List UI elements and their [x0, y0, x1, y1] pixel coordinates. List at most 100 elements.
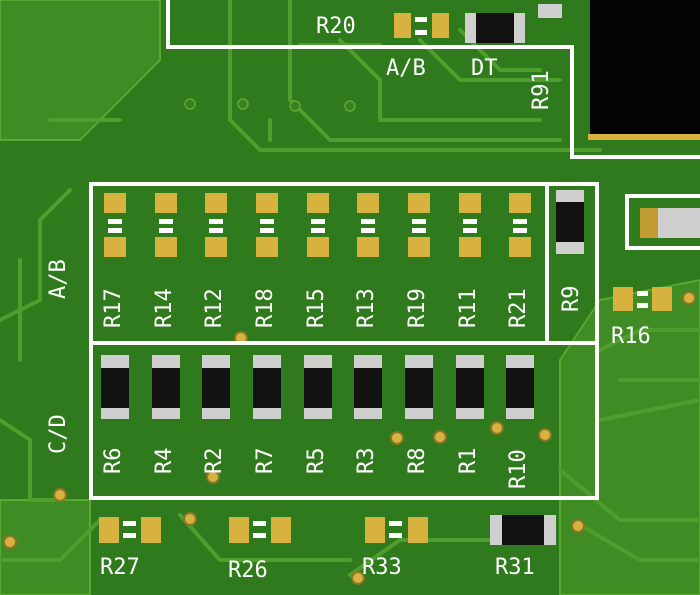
label-r17: R17: [101, 288, 126, 328]
pad: [256, 193, 278, 213]
silk-tick: [159, 219, 173, 224]
resistor-body: [101, 368, 129, 408]
label-r8: R8: [405, 447, 430, 475]
via: [3, 535, 17, 549]
label-r31: R31: [495, 555, 535, 580]
r27-footprint: [99, 517, 161, 543]
label-r10: R10: [506, 449, 531, 489]
resistor-body: [202, 368, 230, 408]
pad: [155, 237, 177, 257]
label-dt: DT: [471, 56, 498, 81]
resistor-body: [304, 368, 332, 408]
label-r18: R18: [253, 288, 278, 328]
ab-resistor-footprints: [104, 193, 531, 257]
r26-footprint: [229, 517, 291, 543]
label-r1: R1: [456, 447, 481, 475]
resistor-body: [405, 368, 433, 408]
label-r11: R11: [456, 288, 481, 328]
pad: [307, 237, 329, 257]
pad: [408, 237, 430, 257]
r91-pad-top: [538, 4, 562, 18]
pad: [307, 193, 329, 213]
r33-footprint: [365, 517, 428, 543]
via: [538, 428, 552, 442]
pad: [104, 193, 126, 213]
label-r19: R19: [405, 288, 430, 328]
via: [490, 421, 504, 435]
connector-pad: [640, 208, 658, 238]
pad: [459, 237, 481, 257]
silk-tick: [361, 228, 375, 233]
silk-tick: [513, 219, 527, 224]
label-r20: R20: [316, 14, 356, 39]
via: [351, 571, 365, 585]
silkscreen-outlines: [89, 0, 700, 500]
silk-tick: [311, 228, 325, 233]
r91-resistor: [465, 13, 525, 43]
pad: [509, 237, 531, 257]
pad: [357, 237, 379, 257]
cd-resistor-bodies: [101, 355, 534, 419]
via: [571, 519, 585, 533]
vias: [3, 291, 696, 585]
label-r4: R4: [152, 447, 177, 475]
label-r91: R91: [529, 70, 554, 110]
label-r21: R21: [506, 288, 531, 328]
silk-tick: [463, 219, 477, 224]
ic-body: [590, 0, 700, 138]
label-r6: R6: [101, 447, 126, 475]
cd-group-box: [89, 341, 599, 500]
via: [183, 512, 197, 526]
label-r13: R13: [354, 288, 379, 328]
r16-footprint: [613, 287, 672, 311]
label-r9: R9: [559, 285, 584, 313]
pad: [155, 193, 177, 213]
label-r2: R2: [202, 447, 227, 475]
pad: [256, 237, 278, 257]
r20-footprint: [394, 13, 449, 38]
r9-box: [547, 182, 599, 343]
copper-traces: [0, 0, 700, 577]
silk-tick: [412, 228, 426, 233]
pad: [357, 193, 379, 213]
pad: [459, 193, 481, 213]
pad: [408, 193, 430, 213]
pad: [104, 237, 126, 257]
silk-tick: [311, 219, 325, 224]
label-ab-top: A/B: [386, 56, 426, 81]
label-r3: R3: [354, 447, 379, 475]
label-r33: R33: [362, 555, 402, 580]
pad: [205, 237, 227, 257]
silk-tick: [209, 228, 223, 233]
silk-tick: [159, 228, 173, 233]
label-r15: R15: [304, 288, 329, 328]
silk-tick: [463, 228, 477, 233]
silk-tick: [108, 228, 122, 233]
via: [53, 488, 67, 502]
silk-tick: [260, 219, 274, 224]
resistor-body: [354, 368, 382, 408]
via: [682, 291, 696, 305]
silk-tick: [108, 219, 122, 224]
silk-tick: [361, 219, 375, 224]
silk-tick: [209, 219, 223, 224]
via: [390, 431, 404, 445]
label-r5: R5: [304, 447, 329, 475]
label-cd-group: C/D: [46, 414, 71, 454]
r31-resistor: [490, 515, 556, 545]
resistor-body: [456, 368, 484, 408]
via: [433, 430, 447, 444]
resistor-body: [152, 368, 180, 408]
ic-pin: [588, 134, 700, 140]
label-r14: R14: [152, 288, 177, 328]
silk-tick: [513, 228, 527, 233]
connector-outline: [625, 194, 700, 250]
silk-tick: [412, 219, 426, 224]
r9-resistor: [556, 190, 584, 254]
pad: [509, 193, 531, 213]
resistor-body: [253, 368, 281, 408]
ic-outline: [166, 0, 700, 159]
micro-vias: [184, 98, 356, 112]
label-r7: R7: [253, 447, 278, 475]
